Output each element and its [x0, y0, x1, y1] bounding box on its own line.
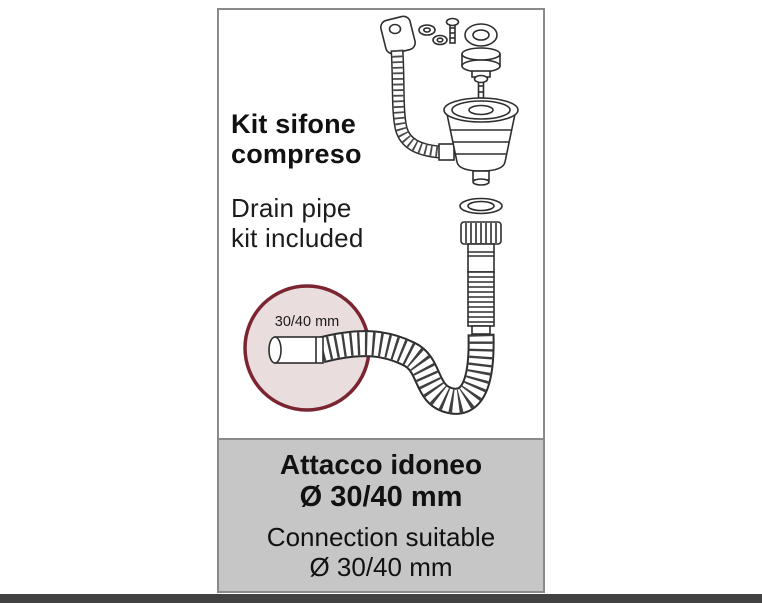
headline-english: Drain pipe kit included	[231, 193, 363, 253]
illustration-panel: 30/40 mm Kit sifone compreso Drain pipe …	[219, 10, 543, 442]
drain-kit-illustration: 30/40 mm	[243, 15, 519, 415]
footer-english-line2: Ø 30/40 mm	[309, 552, 453, 582]
tailpiece-icon	[460, 221, 502, 335]
product-info-card: 30/40 mm Kit sifone compreso Drain pipe …	[217, 8, 545, 593]
hose-end-icon	[268, 336, 324, 364]
footer-english-line1: Connection suitable	[266, 522, 496, 552]
footer-italian-line2: Ø 30/40 mm	[299, 481, 463, 513]
overflow-hose-icon	[390, 49, 455, 161]
ring-plug-icon	[461, 23, 501, 78]
flexible-hose-icon	[317, 330, 495, 415]
gasket-icon	[459, 197, 503, 215]
footer-italian-line1: Attacco idoneo	[279, 449, 483, 480]
basket-strainer-icon	[443, 97, 519, 186]
headline-italian-line2: compreso	[231, 139, 362, 169]
bottom-bar	[0, 594, 762, 603]
overflow-fitting-icon	[380, 15, 460, 55]
footer-panel: Attacco idoneo Ø 30/40 mm Connection sui…	[219, 438, 543, 591]
headline-italian: Kit sifone compreso	[231, 109, 362, 169]
headline-english-line1: Drain pipe	[231, 193, 352, 223]
callout-diameter-label: 30/40 mm	[275, 314, 339, 330]
headline-english-line2: kit included	[231, 223, 364, 253]
headline-italian-line1: Kit sifone	[231, 109, 357, 139]
